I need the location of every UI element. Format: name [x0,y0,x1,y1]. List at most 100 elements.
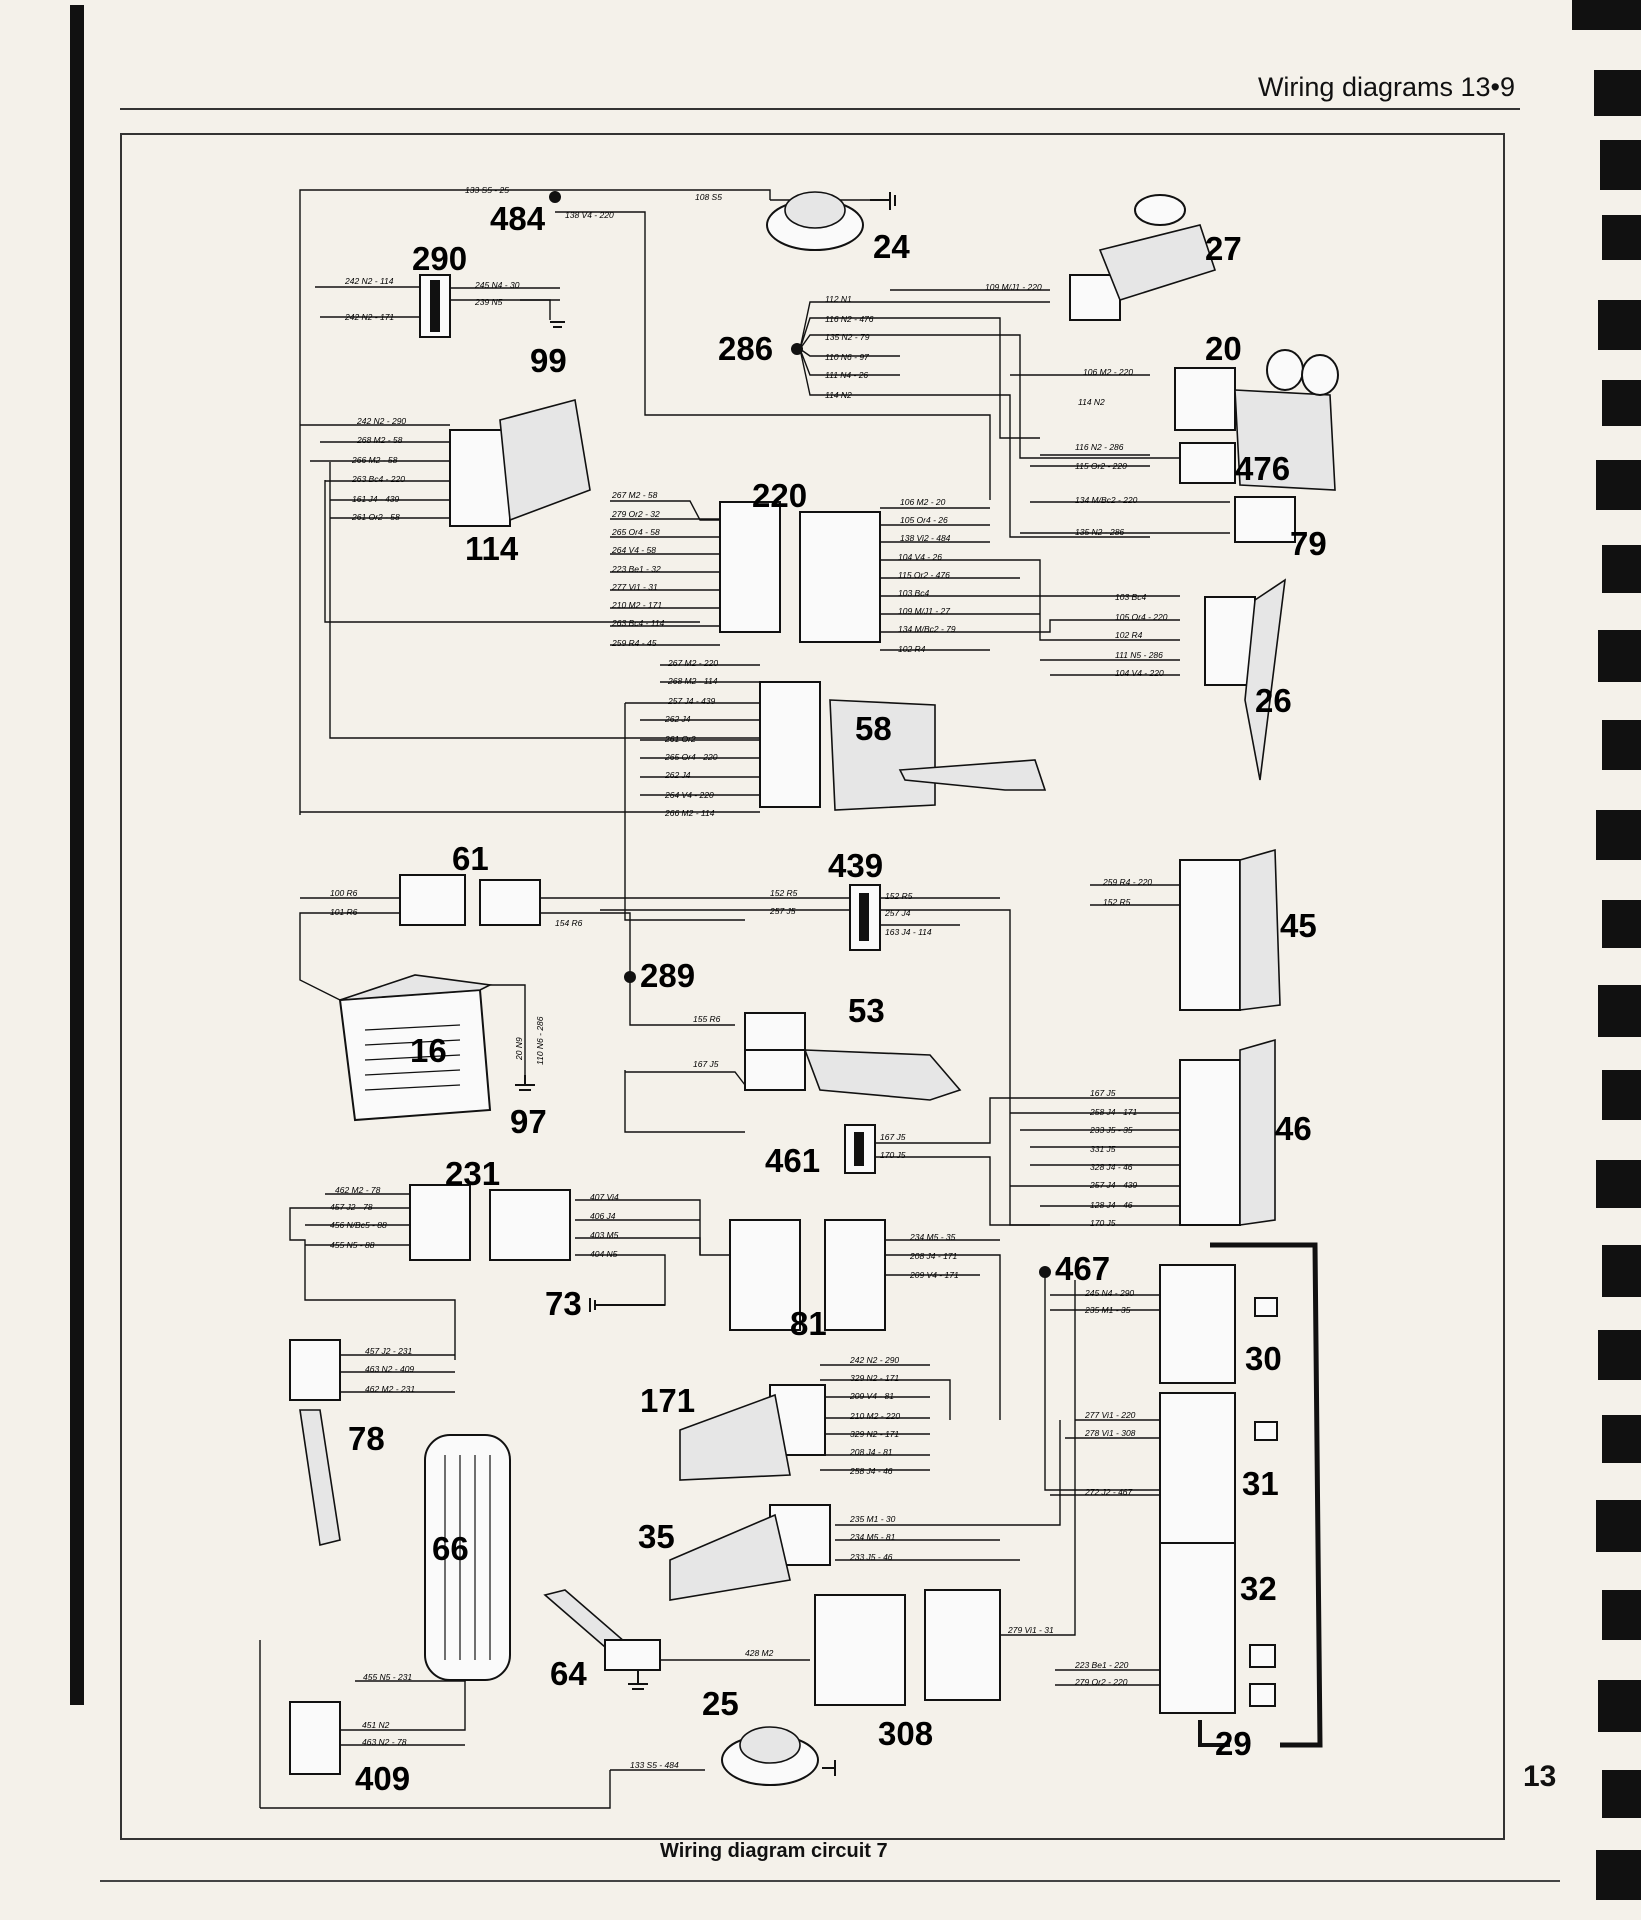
wire-label: 105 Or4 - 220 [1115,612,1168,622]
wire-label: 115 Or2 - 476 [898,570,950,580]
wire-label: 110 N6 - 97 [825,352,869,362]
wire-label: 152 R5 [1103,897,1131,907]
wire-label: 261 Or2 [664,734,696,744]
label-409: 409 [355,1760,410,1797]
wire-label: 111 N4 - 26 [825,370,868,380]
wire-label: 259 R4 - 45 [611,638,657,648]
label-220: 220 [752,477,807,514]
label-20: 20 [1205,330,1242,367]
wire-label: 103 Bc4 [1115,592,1146,602]
wire-label: 170 J5 [880,1150,906,1160]
wire-label: 457 J2 - 78 [330,1202,373,1212]
battery-16-shape [338,974,493,1122]
wire-label: 456 N/Bc5 - 88 [330,1220,387,1230]
lamp-66-shape [424,1434,511,1681]
wire-label: 278 Vi1 - 308 [1084,1428,1136,1438]
page-number: 13 [1523,1760,1557,1793]
wire-label: 403 M5 [590,1230,619,1240]
connector-231a-shape [409,1184,471,1261]
wire-label: 170 J5 [1090,1218,1116,1228]
wire-label: 263 Bc4 - 114 [611,618,665,628]
label-26: 26 [1255,682,1292,719]
component-numbers: 484 24 27 290 99 286 20 476 79 114 220 2… [348,200,1327,1797]
wire-label: 163 J4 - 114 [885,927,932,937]
switch-409-shape [289,1701,341,1775]
wire-label: 242 N2 - 171 [344,312,394,322]
ground-99-symbol [550,321,565,328]
diagram-caption: Wiring diagram circuit 7 [660,1840,888,1862]
connector-81a-shape [729,1219,801,1331]
wire-label: 104 V4 - 26 [898,552,942,562]
wire-label: 109 M/J1 - 220 [985,282,1042,292]
label-114: 114 [465,530,519,567]
wire-label: 257 J4 [884,908,911,918]
label-58: 58 [855,710,892,747]
wire-routes [259,189,1323,1809]
wire-label: 111 N5 - 286 [1115,650,1163,660]
wire-label: 210 M2 - 220 [849,1411,900,1421]
wire-label: 208 J4 - 171 [909,1251,958,1261]
label-484: 484 [490,200,546,237]
wire-label: 245 N4 - 290 [1084,1288,1134,1298]
wire-label: 103 Bc4 [898,588,929,598]
connector-81b-shape [824,1219,886,1331]
label-79: 79 [1290,525,1327,562]
wire-label: 265 Or4 - 220 [664,752,718,762]
wire-label: 152 R5 [770,888,798,898]
wire-label: 265 Or4 - 58 [611,527,660,537]
wire-label: 279 Or2 - 220 [1074,1677,1128,1687]
label-25: 25 [702,1685,739,1722]
wire-label: 234 M5 - 35 [909,1232,956,1242]
label-476: 476 [1235,450,1290,487]
wire-label: 428 M2 [745,1648,774,1658]
connector-20-shape [1174,367,1236,431]
wire-label: 239 N5 [474,297,503,307]
wire-label: 277 Vi1 - 220 [1084,1410,1136,1420]
junction-dots [549,191,1051,1278]
wire-label: 167 J5 [880,1132,906,1142]
wire-label: 233 J5 - 46 [849,1552,893,1562]
wire-label: 154 R6 [555,918,583,928]
wire-label: 266 M2 - 58 [351,455,398,465]
label-231: 231 [445,1155,500,1192]
label-31: 31 [1242,1465,1279,1502]
wire-label: 462 M2 - 78 [335,1185,381,1195]
wire-label: 152 R5 [885,891,913,901]
wire-label: 138 V4 - 220 [565,210,614,220]
wire-label: 116 N2 - 286 [1075,442,1124,452]
book-spine-shadow [70,5,84,1705]
wire-label: 266 M2 - 114 [664,808,715,818]
wire-label: 106 M2 - 20 [900,497,946,507]
label-290: 290 [412,240,467,277]
wire-label: 223 Be1 - 220 [1074,1660,1129,1670]
header-rule [120,108,1520,110]
connector-31-shape [1159,1392,1236,1562]
wire-label: 235 M1 - 35 [1084,1305,1131,1315]
component-27-shape [1069,194,1217,321]
wire-label: 102 R4 [898,644,926,654]
label-99: 99 [530,342,567,379]
connector-58-shape [759,681,821,808]
wire-label: 223 Be1 - 32 [611,564,661,574]
thumb-index-edge [1572,0,1641,1900]
wire-label: 259 R4 - 220 [1102,877,1152,887]
connector-308b-shape [924,1589,1001,1701]
wire-label: 133 S5 - 25 [465,185,509,195]
switch-64-shape [543,1589,661,1690]
wire-label: 329 N2 - 171 [850,1429,899,1439]
wire-label: 455 N5 - 88 [330,1240,375,1250]
wire-label: 406 J4 [590,1211,616,1221]
label-73: 73 [545,1285,582,1322]
wire-label: 463 N2 - 78 [362,1737,407,1747]
wire-label: 108 S5 [695,192,722,202]
label-46: 46 [1275,1110,1312,1147]
connector-220-right [799,511,881,643]
horn-25-shape [721,1726,836,1786]
wire-label: 114 N2 [825,390,852,400]
label-78: 78 [348,1420,385,1457]
label-81: 81 [790,1305,827,1342]
wire-label: 407 Vi4 [590,1192,619,1202]
wire-label: 279 Or2 - 32 [611,509,660,519]
page-header: Wiring diagrams 13•9 [1257,72,1515,102]
label-286: 286 [718,330,773,367]
